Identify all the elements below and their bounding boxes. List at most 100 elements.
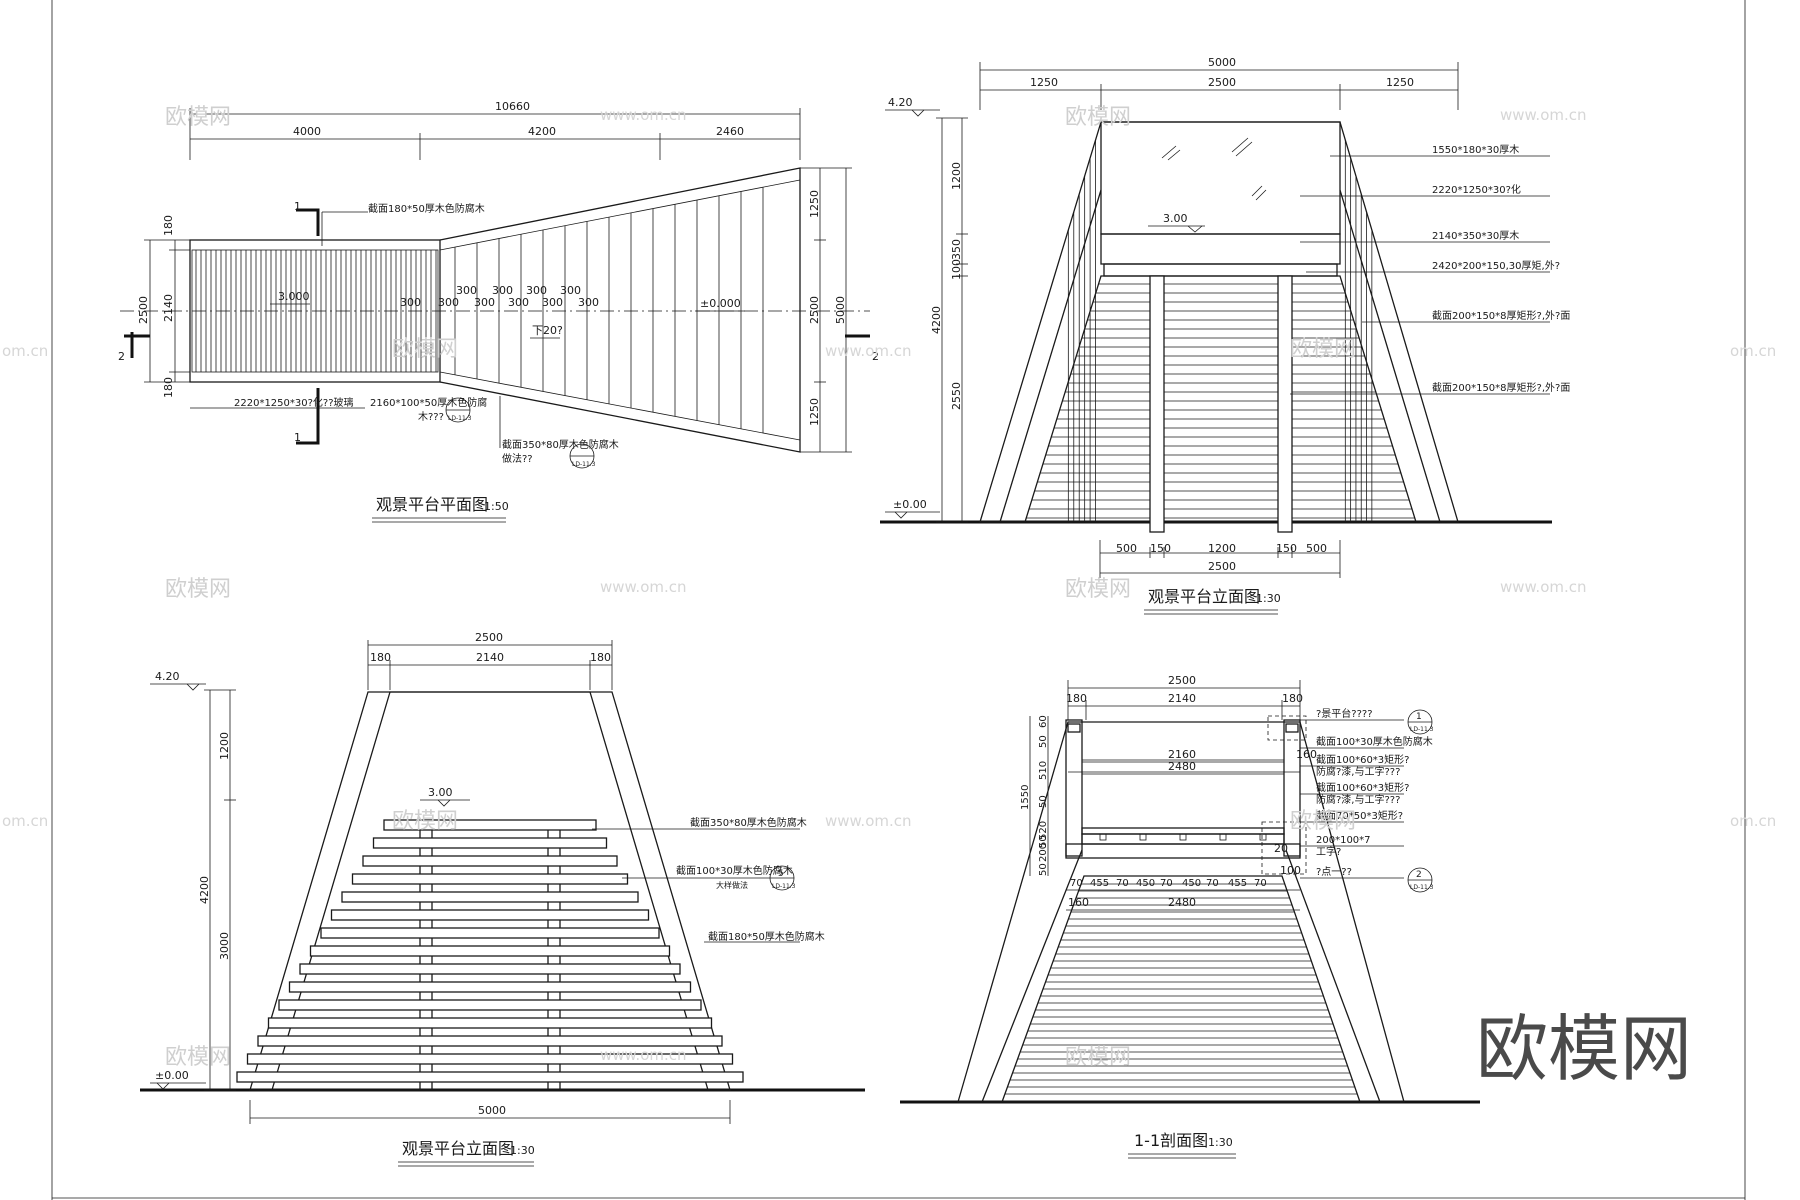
- section-handrail-right: [1285, 723, 1299, 733]
- plan-dim-3: 2460: [716, 125, 744, 138]
- front-level-triangle: [894, 511, 908, 519]
- front-dim-left-2: 350: [950, 239, 963, 260]
- side-note-2-sub: 大样做法: [716, 880, 748, 890]
- plan-note-beam-2: 做法??: [502, 452, 533, 465]
- plan-section-mark-1: [296, 208, 320, 236]
- watermark-url: www.om.cn: [825, 342, 912, 360]
- section-detail-box-2: [1261, 821, 1307, 875]
- section-dim-inner-1: 2160: [1168, 748, 1196, 761]
- side-note-1: 截面350*80厚木色防腐木: [690, 816, 807, 829]
- watermark-brand: 欧模网: [165, 1045, 231, 1070]
- side-tread: [278, 999, 702, 1011]
- side-level-triangle: [186, 683, 200, 691]
- watermark-url-edge: om.cn: [2, 342, 48, 360]
- side-tread: [320, 927, 660, 939]
- front-post-right: [1277, 275, 1293, 533]
- watermark-brand: 欧模网: [1065, 105, 1131, 130]
- plan-dim-left-1: 180: [162, 215, 175, 236]
- section-note: 200*100*7: [1316, 835, 1371, 846]
- section-note: 防腐?漆,与工字???: [1316, 765, 1400, 778]
- section-rail-post-right: [1283, 719, 1301, 857]
- section-note: ?景平台????: [1316, 707, 1373, 720]
- side-tread: [330, 909, 650, 921]
- section-dim-bottom-seg: 70: [1116, 878, 1129, 889]
- side-tread: [351, 873, 629, 885]
- front-glass-hatch: [1167, 149, 1181, 161]
- watermark-url-edge: om.cn: [1730, 812, 1776, 830]
- watermarks: 欧模网 www.om.cn 欧模网 www.om.cn om.cn 欧模网 ww…: [2, 105, 1776, 1091]
- side-level-triangle: [156, 1082, 170, 1090]
- section-deck-board: [1081, 827, 1285, 835]
- front-glass-panel: [1100, 121, 1341, 235]
- front-dim-bottom-1: 500: [1116, 542, 1137, 555]
- plan-section-label-1b: 1: [294, 431, 301, 444]
- plan-step-label: 300: [400, 296, 421, 309]
- plan-step-label: 300: [542, 296, 563, 309]
- section-dim-left-seg: 50: [1038, 835, 1049, 848]
- section-dim-bottom-seg: 455: [1090, 878, 1109, 889]
- plan-callout-2-ref: LD-11.3: [572, 461, 596, 468]
- section-title: 1-1剖面图: [1134, 1131, 1208, 1150]
- section-dim-left-seg: 60: [1038, 715, 1049, 728]
- plan-callout-1-ref: LD-11.3: [448, 415, 472, 422]
- plan-dim-right-total: 5000: [834, 296, 847, 324]
- section-note: 截面70*50*3矩形?: [1316, 809, 1403, 822]
- section-dim-right-1: 160: [1296, 748, 1317, 761]
- plan-note-wood-2: 木???: [418, 411, 444, 423]
- plan-dim-2: 4200: [528, 125, 556, 138]
- side-dim-bottom-total: 5000: [478, 1104, 506, 1117]
- side-level-bottom: ±0.00: [155, 1069, 189, 1082]
- watermark-brand: 欧模网: [165, 577, 231, 602]
- front-glass-hatch: [1251, 185, 1263, 197]
- side-scale: 1:30: [510, 1144, 535, 1157]
- front-glass-hatch: [1231, 137, 1249, 153]
- section-dim-bottom-total: 2480: [1168, 896, 1196, 909]
- side-dim-3: 180: [590, 651, 611, 664]
- section-dim-left-seg: 510: [1038, 761, 1049, 780]
- front-scale: 1:30: [1256, 592, 1281, 605]
- plan-slope: 下20?: [532, 324, 563, 337]
- side-dim-left-total: 4200: [198, 876, 211, 904]
- section-dim-3: 180: [1282, 692, 1303, 705]
- front-dim-bottom-4: 150: [1276, 542, 1297, 555]
- section-callout-1-num: 1: [1416, 712, 1422, 722]
- section-dim-right-3: 100: [1280, 864, 1301, 877]
- plan-note-glass: 2220*1250*30?化??玻璃: [234, 396, 354, 409]
- section-dim-left-seg: 1550: [1020, 785, 1031, 810]
- section-deck-cleats: [1099, 833, 1267, 841]
- front-dim-left-total: 4200: [930, 306, 943, 334]
- side-level-triangle: [437, 799, 451, 807]
- front-dim-left-1: 1200: [950, 162, 963, 190]
- front-level-bottom: ±0.00: [893, 498, 927, 511]
- section-dim-left-seg: 200: [1038, 843, 1049, 862]
- section-stair-outline: [1001, 875, 1361, 1103]
- side-elevation: 2500 180 2140 180 3.00 4.20 ±0.00 1200 4…: [140, 631, 865, 1167]
- plan-dim-left-total: 2500: [137, 296, 150, 324]
- front-glass-hatch: [1255, 189, 1267, 201]
- section-dim-1: 180: [1066, 692, 1087, 705]
- front-dim-bottom-2: 150: [1150, 542, 1171, 555]
- front-dim-total: 5000: [1208, 56, 1236, 69]
- front-level-top: 4.20: [888, 96, 913, 109]
- side-dim-2: 2140: [476, 651, 504, 664]
- side-note-2: 截面100*30厚木色防腐木: [676, 864, 793, 877]
- front-dim-left-3: 100: [950, 259, 963, 280]
- watermark-url-edge: om.cn: [1730, 342, 1776, 360]
- section-deck-cleat: [1259, 833, 1267, 841]
- side-tread: [257, 1035, 723, 1047]
- plan-stair-outline: [439, 167, 801, 453]
- section-dim-bottom-seg: 455: [1228, 878, 1247, 889]
- plan-note-top: 截面180*50厚木色防腐木: [368, 202, 485, 215]
- section-deck-cleat: [1179, 833, 1187, 841]
- side-tread: [362, 855, 618, 867]
- section-detail-box-1: [1267, 715, 1307, 741]
- section-callout-2-ref: LD-11.3: [1410, 884, 1434, 891]
- watermark-url: www.om.cn: [1500, 106, 1587, 124]
- section-rail-post-left: [1065, 719, 1083, 857]
- plan-level-high: 3.000: [278, 290, 310, 303]
- watermark-url: www.om.cn: [825, 812, 912, 830]
- section-dim-left-seg: 50: [1038, 735, 1049, 748]
- side-tread: [288, 981, 692, 993]
- plan-section-mark-1b: [296, 388, 320, 445]
- plan-title: 观景平台平面图: [376, 495, 488, 514]
